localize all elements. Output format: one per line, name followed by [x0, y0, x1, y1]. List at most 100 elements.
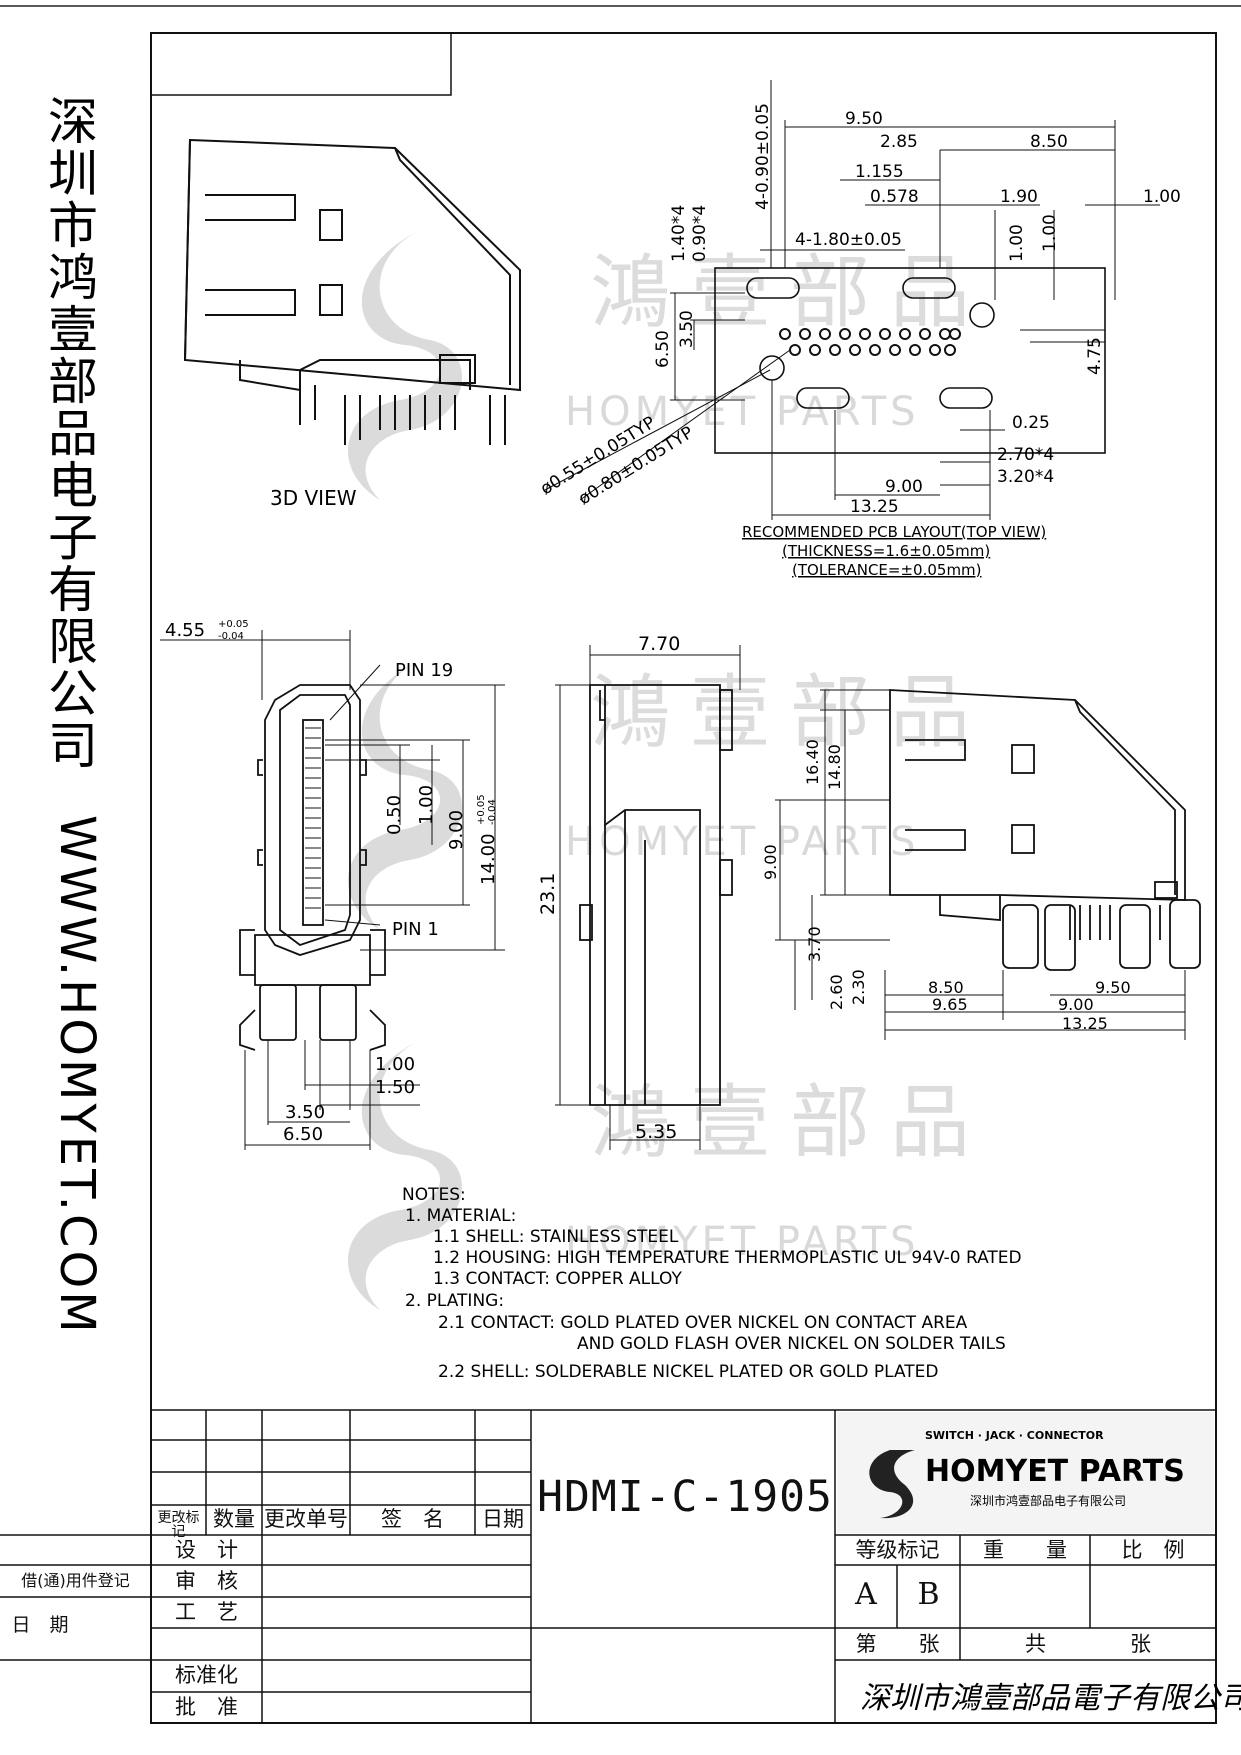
dim-3-20x4: 3.20*4 — [997, 467, 1054, 487]
website-vertical: WWW.HOMYET.COM — [49, 815, 105, 1336]
cell-weight: 重 量 — [983, 1538, 1067, 1562]
side-view-text: 7.70 23.1 5.35 — [537, 633, 680, 1143]
cell-process: 工 艺 — [175, 1600, 238, 1624]
notes: NOTES: 1. MATERIAL: 1.1 SHELL: STAINLESS… — [402, 1185, 1022, 1382]
notes-2-1b: AND GOLD FLASH OVER NICKEL ON SOLDER TAI… — [577, 1334, 1006, 1354]
dim-9-50: 9.50 — [845, 109, 883, 129]
label-pin1: PIN 1 — [392, 919, 439, 940]
drawing-border — [150, 32, 1217, 1724]
logo-cn: 深圳市鸿壹部品电子有限公司 — [970, 1493, 1126, 1508]
front-view-text: 4.55 +0.05 -0.04 PIN 19 PIN 1 0.50 1.00 … — [165, 619, 499, 1145]
right-view-dims — [775, 689, 1186, 1040]
logo-tagline: SWITCH · JACK · CONNECTOR — [925, 1429, 1104, 1442]
dim-14-00-tol-up: +0.05 — [476, 794, 487, 825]
dim-4-55-tol-up: +0.05 — [218, 619, 249, 630]
cell-sign: 签 名 — [381, 1507, 444, 1531]
cell-date: 日期 — [482, 1507, 524, 1531]
notes-1-1: 1.1 SHELL: STAINLESS STEEL — [433, 1227, 679, 1247]
notes-1-3: 1.3 CONTACT: COPPER ALLOY — [433, 1269, 682, 1289]
label-3d-view: 3D VIEW — [270, 486, 357, 510]
dim-23-1: 23.1 — [537, 873, 559, 915]
dim-0-90x4: 0.90*4 — [690, 205, 710, 262]
cell-sheet-total: 共 张 — [1025, 1632, 1151, 1656]
cell-grade-a: A — [855, 1577, 877, 1612]
watermark-en-3: HOMYET PARTS — [565, 1219, 920, 1265]
pcb-thickness: (THICKNESS=1.6±0.05mm) — [782, 542, 990, 560]
company-logo: SWITCH · JACK · CONNECTOR HOMYET PARTS 深… — [837, 1412, 1214, 1533]
notes-1: 1. MATERIAL: — [405, 1206, 516, 1226]
cell-change-no: 更改单号 — [264, 1507, 348, 1531]
dim-16-40: 16.40 — [803, 739, 822, 785]
dim-6-50: 6.50 — [653, 330, 673, 368]
front-view-dims — [160, 630, 505, 1150]
dim-14-80: 14.80 — [825, 744, 844, 790]
dim-5-35: 5.35 — [635, 1121, 677, 1143]
dim-1-00: 1.00 — [416, 785, 437, 825]
notes-2-2: 2.2 SHELL: SOLDERABLE NICKEL PLATED OR G… — [438, 1362, 939, 1382]
dim-13-25-right: 13.25 — [1062, 1014, 1108, 1033]
dim-3-50-bottom: 3.50 — [285, 1102, 325, 1123]
watermark-en-2: HOMYET PARTS — [565, 819, 920, 865]
dim-9-65: 9.65 — [932, 995, 968, 1014]
notes-1-2: 1.2 HOUSING: HIGH TEMPERATURE THERMOPLAS… — [433, 1248, 1022, 1268]
dim-14-00-tol-dn: -0.04 — [487, 799, 498, 825]
cell-qty: 数量 — [213, 1507, 255, 1531]
dim-9-50-right: 9.50 — [1095, 978, 1131, 997]
dim-9-00-right: 9.00 — [761, 844, 780, 880]
view-3d — [183, 138, 521, 445]
pcb-dimension-lines — [544, 80, 1160, 520]
dim-4-55-tol-dn: -0.04 — [218, 631, 244, 642]
cell-rev-mark: 更改标记 — [157, 1510, 200, 1540]
dim-9-00: 9.00 — [885, 477, 923, 497]
dim-9-00-right-b: 9.00 — [1058, 995, 1094, 1014]
pcb-pads — [779, 328, 961, 356]
dim-3-70: 3.70 — [805, 926, 824, 962]
side-view — [579, 684, 733, 1106]
cell-scale: 比 例 — [1121, 1538, 1185, 1562]
cell-design: 设 计 — [175, 1538, 238, 1562]
watermark-cn: 鴻壹部品 — [590, 246, 990, 339]
dim-4-1-80: 4-1.80±0.05 — [795, 230, 902, 250]
dim-8-50: 8.50 — [1030, 132, 1068, 152]
cell-standard: 标准化 — [175, 1663, 238, 1687]
part-number: HDMI-C-1905 — [537, 1472, 833, 1522]
cell-approve: 批 准 — [175, 1695, 238, 1719]
watermark-en: HOMYET PARTS — [565, 389, 920, 435]
watermark-cn-2: 鴻壹部品 — [590, 666, 990, 759]
cell-grade-b: B — [917, 1577, 940, 1612]
pcb-tolerance: (TOLERANCE=±0.05mm) — [792, 561, 982, 579]
front-view-pins — [305, 727, 321, 909]
dim-13-25: 13.25 — [850, 497, 899, 517]
revision-box — [150, 32, 452, 96]
dim-0-25: 0.25 — [1012, 413, 1050, 433]
dim-1-50-bottom: 1.50 — [375, 1077, 415, 1098]
dim-4-0-90: 4-0.90±0.05 — [753, 103, 773, 210]
dim-1-00-b: 1.00 — [1040, 214, 1060, 252]
dim-2-30: 2.30 — [849, 969, 868, 1005]
cell-sheet-no: 第 张 — [855, 1632, 940, 1656]
side-view-dims — [555, 645, 741, 1150]
dim-2-70x4: 2.70*4 — [997, 445, 1054, 465]
dim-9-00-front: 9.00 — [446, 810, 467, 850]
dim-4-55: 4.55 — [165, 620, 205, 641]
right-view-text: 16.40 14.80 9.00 3.70 2.60 2.30 8.50 9.5… — [761, 739, 1131, 1033]
dim-6-50-bottom: 6.50 — [283, 1124, 323, 1145]
label-pin19: PIN 19 — [395, 660, 453, 681]
dim-3-50: 3.50 — [677, 310, 697, 348]
dim-1-40x4: 1.40*4 — [669, 205, 689, 262]
logo-icon — [869, 1450, 915, 1519]
notes-2-1: 2.1 CONTACT: GOLD PLATED OVER NICKEL ON … — [438, 1313, 968, 1333]
signature: 深圳市鴻壹部品電子有限公司 — [860, 1681, 1241, 1716]
logo-name: HOMYET PARTS — [925, 1454, 1185, 1489]
dim-8-50-right: 8.50 — [928, 978, 964, 997]
pcb-caption: RECOMMENDED PCB LAYOUT(TOP VIEW) (THICKN… — [742, 523, 1046, 579]
title-block-grid — [0, 1409, 1216, 1723]
dim-4-75: 4.75 — [1085, 337, 1105, 375]
notes-2: 2. PLATING: — [405, 1291, 504, 1311]
dim-1-00-right: 1.00 — [1143, 187, 1181, 207]
watermark-cn-3: 鴻壹部品 — [590, 1076, 990, 1169]
dim-1-00-bottom: 1.00 — [375, 1054, 415, 1075]
dim-1-155: 1.155 — [855, 162, 904, 182]
dim-2-85: 2.85 — [880, 132, 918, 152]
notes-title: NOTES: — [402, 1185, 466, 1205]
